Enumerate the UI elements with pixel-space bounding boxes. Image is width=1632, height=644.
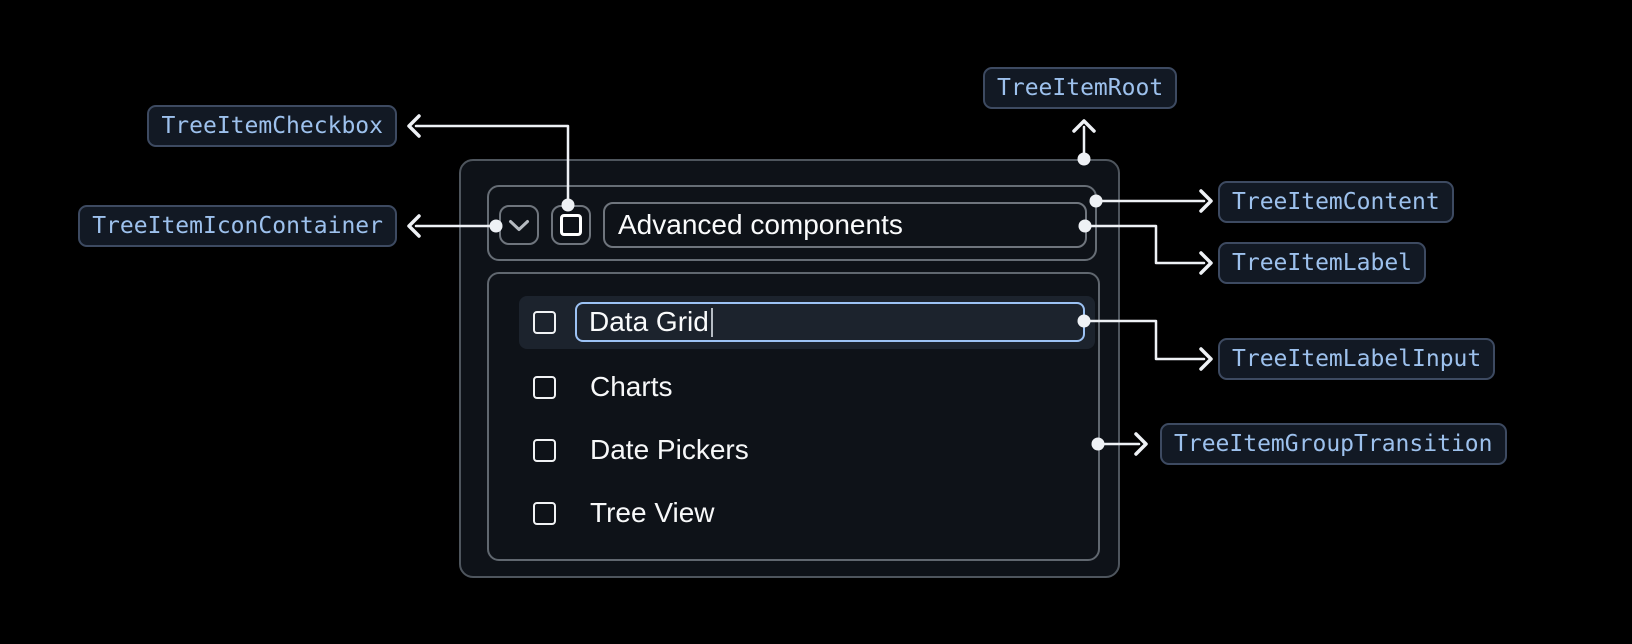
badge-tree-item-content: TreeItemContent — [1218, 181, 1454, 223]
checkbox-unchecked-icon[interactable] — [533, 375, 556, 399]
badge-tree-item-root: TreeItemRoot — [983, 67, 1178, 109]
tree-item-root: Advanced components Data Grid Charts Dat… — [459, 159, 1120, 578]
badge-tree-item-checkbox: TreeItemCheckbox — [147, 105, 397, 147]
tree-item-editing-row[interactable]: Data Grid — [519, 296, 1095, 349]
badge-tree-item-icon-container: TreeItemIconContainer — [78, 205, 397, 247]
tree-item-checkbox[interactable] — [551, 205, 591, 245]
tree-item-group-transition: Data Grid Charts Date Pickers Tree View — [487, 272, 1100, 561]
tree-item-row[interactable]: Charts — [489, 365, 1098, 409]
text-cursor — [710, 307, 713, 337]
chevron-down-icon — [508, 219, 530, 232]
tree-item-label: Tree View — [590, 497, 715, 528]
tree-item-icon-container[interactable] — [499, 205, 539, 245]
tree-item-label[interactable]: Advanced components — [603, 202, 1087, 248]
badge-tree-item-label: TreeItemLabel — [1218, 242, 1427, 284]
tree-item-content[interactable]: Advanced components — [487, 185, 1097, 261]
tree-item-label: Date Pickers — [590, 434, 749, 465]
tree-item-row[interactable]: Date Pickers — [489, 428, 1098, 472]
tree-item-label: Charts — [590, 371, 673, 402]
checkbox-unchecked-icon[interactable] — [533, 438, 556, 462]
tree-item-row[interactable]: Tree View — [489, 491, 1098, 535]
parent-item-label: Advanced components — [618, 209, 903, 240]
badge-tree-item-label-input: TreeItemLabelInput — [1218, 338, 1496, 380]
tree-item-label-input[interactable]: Data Grid — [575, 302, 1085, 342]
checkbox-unchecked-icon[interactable] — [533, 501, 556, 525]
badge-tree-item-group-transition: TreeItemGroupTransition — [1160, 423, 1507, 465]
label-input-value: Data Grid — [589, 306, 709, 337]
checkbox-unchecked-icon — [560, 214, 582, 236]
checkbox-unchecked-icon[interactable] — [533, 311, 556, 334]
